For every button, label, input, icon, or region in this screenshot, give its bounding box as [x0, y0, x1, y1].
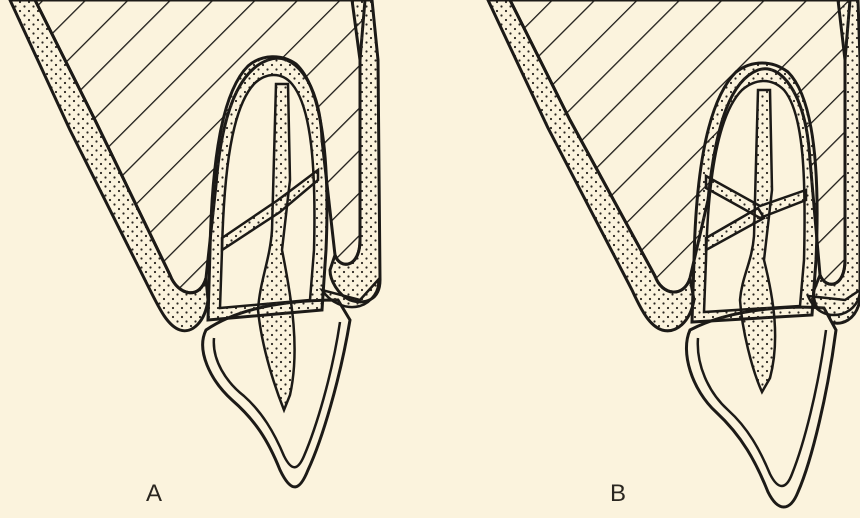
panel-label-b: B [610, 482, 626, 506]
panel-b [488, 0, 860, 507]
panel-label-a: A [146, 482, 162, 506]
panel-a [10, 0, 380, 487]
